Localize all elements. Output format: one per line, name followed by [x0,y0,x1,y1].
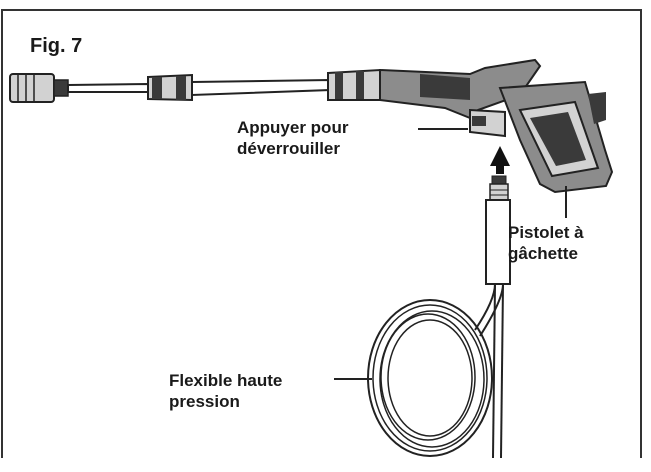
figure-border [1,9,642,458]
unlock-callout-line1: Appuyer pour [237,118,349,137]
lance-tube [67,78,331,97]
hose-fitting [485,175,511,285]
spray-gun-body [379,58,542,138]
nozzle-tip [9,73,69,103]
lance-coupling [147,73,193,102]
trigger-gun-callout-line1: Pistolet à [508,223,584,242]
gun-handle [498,80,614,194]
high-pressure-hose [367,283,504,459]
unlock-callout-line2: déverrouiller [237,139,340,158]
figure-title: Fig. 7 [30,35,83,57]
hose-callout: Flexible haute pression [169,370,282,412]
trigger-gun-callout-line2: gâchette [508,244,578,263]
hose-callout-line1: Flexible haute [169,371,283,390]
hose-callout-line2: pression [169,392,240,411]
insert-arrow [490,146,510,174]
unlock-callout: Appuyer pour déverrouiller [237,117,348,159]
gun-front-coupling [327,68,381,101]
trigger-gun-callout: Pistolet à gâchette [508,222,584,264]
